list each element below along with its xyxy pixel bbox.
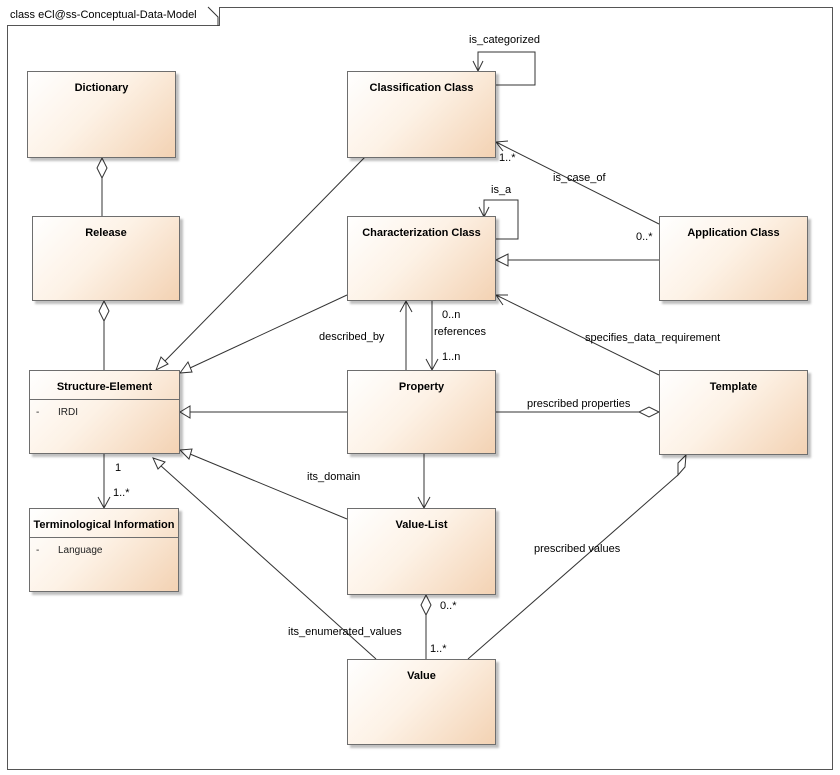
class-template[interactable]: Template bbox=[659, 370, 808, 455]
label-references: references bbox=[434, 326, 486, 338]
label-multiplicity: 1..* bbox=[499, 152, 516, 164]
class-name: Value-List bbox=[395, 519, 448, 531]
label-multiplicity: 1..* bbox=[113, 487, 130, 499]
class-application-class[interactable]: Application Class bbox=[659, 216, 808, 301]
classification-structure-generalization bbox=[162, 155, 367, 364]
open-arrowhead bbox=[399, 299, 413, 313]
diagram-frame bbox=[7, 7, 833, 770]
generalization-triangle bbox=[178, 360, 193, 374]
aggregation-diamond bbox=[96, 156, 108, 180]
label-its-domain: its_domain bbox=[307, 471, 361, 483]
attribute-name: Language bbox=[58, 545, 103, 556]
class-name: Application Class bbox=[687, 227, 780, 239]
aggregation-diamond bbox=[98, 299, 110, 323]
class-characterization-class[interactable]: Characterization Class bbox=[347, 216, 496, 301]
label-prescribed-values: prescribed values bbox=[534, 543, 621, 555]
is-case-of-link bbox=[495, 141, 660, 225]
label-is-case-of: is_case_of bbox=[553, 172, 606, 184]
characterization-structure-generalization bbox=[189, 294, 348, 369]
attribute-visibility: - bbox=[36, 545, 40, 556]
valuelist-structure-generalization bbox=[189, 453, 348, 520]
class-structure-element[interactable]: Structure-Element - IRDI bbox=[29, 370, 180, 454]
attribute: - Language bbox=[36, 545, 103, 556]
attribute: - IRDI bbox=[36, 407, 78, 418]
generalization-triangle bbox=[494, 253, 509, 267]
attribute-visibility: - bbox=[36, 407, 40, 418]
label-multiplicity: 1..* bbox=[430, 643, 447, 655]
label-multiplicity: 1 bbox=[115, 462, 122, 474]
label-described-by: described_by bbox=[319, 331, 385, 343]
aggregation-diamond bbox=[637, 406, 661, 418]
class-terminological-information[interactable]: Terminological Information - Language bbox=[29, 508, 179, 592]
compartment-divider bbox=[30, 537, 178, 538]
class-release[interactable]: Release bbox=[32, 216, 180, 301]
generalization-triangle bbox=[179, 405, 191, 419]
label-prescribed-properties: prescribed properties bbox=[527, 398, 631, 410]
generalization-triangle bbox=[152, 457, 166, 470]
value-structure-generalization bbox=[159, 464, 377, 660]
label-multiplicity: 0..n bbox=[442, 309, 461, 321]
frame-tab-corner bbox=[207, 6, 219, 26]
class-property[interactable]: Property bbox=[347, 370, 496, 454]
class-name: Classification Class bbox=[369, 82, 474, 94]
prescribed-values-link bbox=[467, 474, 679, 660]
aggregation-diamond bbox=[420, 593, 432, 617]
label-its-enumerated-values: its_enumerated_values bbox=[288, 626, 402, 638]
label-multiplicity: 0..* bbox=[636, 231, 653, 243]
class-value[interactable]: Value bbox=[347, 659, 496, 745]
class-name: Release bbox=[85, 227, 127, 239]
diagram-frame-title: class eCl@ss-Conceptual-Data-Model bbox=[7, 7, 220, 26]
class-classification-class[interactable]: Classification Class bbox=[347, 71, 496, 158]
is-a-loop bbox=[483, 199, 519, 240]
generalization-triangle bbox=[178, 448, 193, 460]
label-multiplicity: 1..n bbox=[442, 351, 461, 363]
attribute-name: IRDI bbox=[58, 407, 78, 418]
class-value-list[interactable]: Value-List bbox=[347, 508, 496, 595]
specifies-data-requirement-link bbox=[495, 294, 660, 376]
label-specifies-data-requirement: specifies_data_requirement bbox=[585, 332, 721, 344]
class-dictionary[interactable]: Dictionary bbox=[27, 71, 176, 158]
label-is-a: is_a bbox=[491, 184, 512, 196]
aggregation-diamond bbox=[677, 453, 687, 477]
open-arrowhead bbox=[495, 140, 509, 152]
class-name: Value bbox=[407, 670, 436, 682]
class-name: Template bbox=[709, 381, 758, 393]
class-name: Structure-Element bbox=[56, 381, 153, 393]
class-name: Dictionary bbox=[74, 82, 129, 94]
class-name: Terminological Information bbox=[33, 519, 175, 531]
label-is-categorized: is_categorized bbox=[469, 34, 540, 46]
label-multiplicity: 0..* bbox=[440, 600, 457, 612]
class-name: Property bbox=[398, 381, 445, 393]
compartment-divider bbox=[30, 399, 179, 400]
generalization-triangle bbox=[155, 356, 169, 372]
open-arrowhead bbox=[495, 294, 508, 306]
is-categorized-loop bbox=[477, 51, 536, 86]
class-name: Characterization Class bbox=[362, 227, 481, 239]
